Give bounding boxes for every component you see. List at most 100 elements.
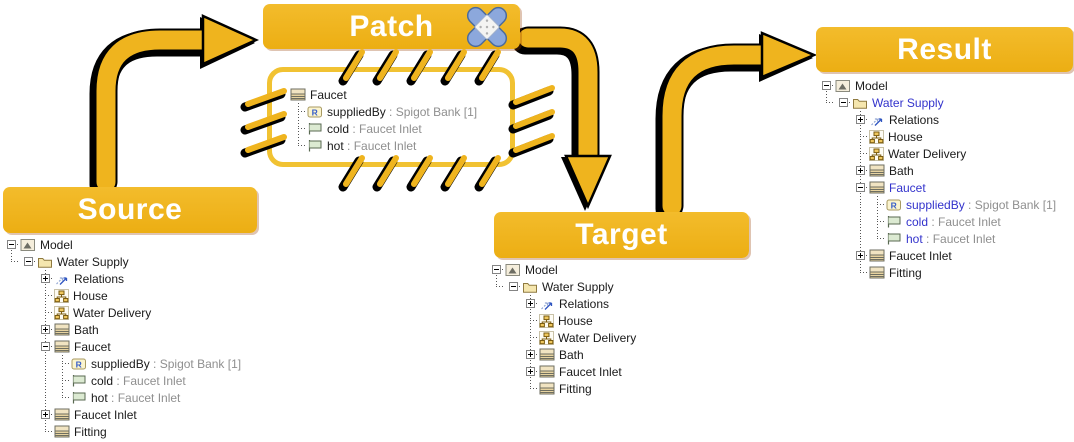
tree-row[interactable]: Bath [488,346,636,363]
tree-row[interactable]: Faucet [3,338,241,355]
model-icon [20,238,36,252]
tree-label-suffix: : Spigot Bank [1] [385,104,478,119]
target-banner-label: Target [575,218,668,251]
expand-toggle[interactable] [41,410,50,419]
tree-label: Model [855,78,888,93]
attr-icon [886,232,902,245]
tree-row[interactable]: Fitting [488,380,636,397]
attr-icon [886,215,902,228]
tree-label-suffix: : Faucet Inlet [928,214,1001,229]
tree-row[interactable]: Bath [818,162,1056,179]
tree-row[interactable]: Water Delivery [488,329,636,346]
tree-row[interactable]: House [488,312,636,329]
target-banner: Target [494,212,749,258]
expand-toggle[interactable] [526,350,535,359]
tree-row[interactable]: Water Supply [3,253,241,270]
expand-toggle[interactable] [526,299,535,308]
tree-label: Fitting [559,381,592,396]
tree-row[interactable]: Model [3,236,241,253]
tree-label: Bath [74,322,99,337]
tree-row[interactable]: House [3,287,241,304]
tree-label: cold [327,121,350,136]
expand-toggle[interactable] [41,325,50,334]
expand-toggle[interactable] [526,367,535,376]
tree-label-suffix: : Spigot Bank [1] [149,356,242,371]
tree-label: cold [906,214,929,229]
tree-row[interactable]: cold : Faucet Inlet [3,372,241,389]
tree-row[interactable]: Fitting [818,264,1056,281]
expand-toggle[interactable] [822,81,831,90]
tree-row[interactable]: Relations [3,270,241,287]
expand-toggle[interactable] [856,251,865,260]
class-icon [54,408,70,421]
tree-row[interactable]: Water Supply [488,278,636,295]
arrow-target-to-result [655,31,818,223]
tree-row[interactable]: hot : Faucet Inlet [818,230,1056,247]
tree-label: Faucet [310,87,347,102]
tree-row[interactable]: cold : Faucet Inlet [290,120,477,137]
tree-row[interactable]: House [818,128,1056,145]
expand-toggle[interactable] [24,257,33,266]
tree-label: Faucet Inlet [559,364,622,379]
tree-row[interactable]: hot : Faucet Inlet [3,389,241,406]
tree-row[interactable]: Model [488,261,636,278]
tree-row[interactable]: Model [818,77,1056,94]
class-icon [869,164,885,177]
tree-row[interactable]: Faucet [818,179,1056,196]
expand-toggle[interactable] [839,98,848,107]
tree-label: Water Supply [872,95,944,110]
tree-label: Fitting [74,424,107,439]
tree-label: Water Delivery [73,305,152,320]
class-icon [539,365,555,378]
expand-toggle[interactable] [856,115,865,124]
org-icon [539,313,554,328]
class-icon [54,323,70,336]
tree-label: hot [327,138,344,153]
tree-row[interactable]: Faucet [290,86,477,103]
class-icon [869,181,885,194]
tree-label-suffix: : Faucet Inlet [922,231,996,246]
expand-toggle[interactable] [856,183,865,192]
tree-row[interactable]: Relations [818,111,1056,128]
expand-toggle[interactable] [856,166,865,175]
attr-icon [307,139,323,152]
tree-row[interactable]: Fitting [3,423,241,440]
tree-label: House [888,129,923,144]
folder-icon [852,96,868,110]
stitch-marks-bottom [338,155,501,192]
expand-toggle[interactable] [7,240,16,249]
tree-row[interactable]: Water Delivery [818,145,1056,162]
class-icon [539,382,555,395]
attr-icon [71,391,87,404]
tree-row[interactable]: Relations [488,295,636,312]
tree-row[interactable]: Faucet Inlet [488,363,636,380]
tree-row[interactable]: cold : Faucet Inlet [818,213,1056,230]
expand-toggle[interactable] [509,282,518,291]
tree-row[interactable]: Faucet Inlet [818,247,1056,264]
expand-toggle[interactable] [492,265,501,274]
tree-row[interactable]: Water Supply [818,94,1056,111]
tree-label: Water Delivery [888,146,967,161]
tree-row[interactable]: Faucet Inlet [3,406,241,423]
org-icon [869,146,884,161]
tree-label: Faucet Inlet [74,407,137,422]
tree-row[interactable]: Bath [3,321,241,338]
tree-row[interactable]: hot : Faucet Inlet [290,137,477,154]
expand-toggle[interactable] [41,342,50,351]
tree-label: Relations [559,296,610,311]
tree-row[interactable]: Water Delivery [3,304,241,321]
relations-icon [539,296,555,311]
class-icon [869,249,885,262]
source-banner: Source [3,187,257,233]
stitch-marks-right [508,85,555,158]
expand-toggle[interactable] [41,274,50,283]
tree-label: Relations [889,112,940,127]
ref-icon: R [71,358,87,370]
